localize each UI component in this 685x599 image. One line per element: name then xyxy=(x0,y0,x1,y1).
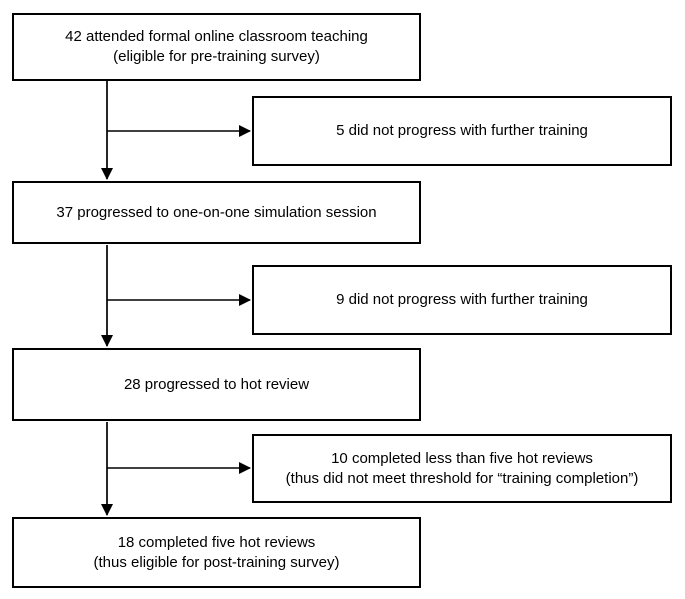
box-text-line: 37 progressed to one-on-one simulation s… xyxy=(56,203,377,221)
flow-box-attended: 42 attended formal online classroom teac… xyxy=(12,13,421,81)
flow-box-less-than-five: 10 completed less than five hot reviews … xyxy=(252,434,672,503)
flow-box-dropout-5: 5 did not progress with further training xyxy=(252,96,672,166)
box-text-line: 18 completed five hot reviews xyxy=(117,533,316,551)
flow-box-dropout-9: 9 did not progress with further training xyxy=(252,265,672,335)
box-text-line: 42 attended formal online classroom teac… xyxy=(65,28,368,45)
box-text-line: (thus did not meet threshold for “traini… xyxy=(285,469,639,487)
box-text-line: 5 did not progress with further training xyxy=(336,122,588,139)
flow-box-completed-five: 18 completed five hot reviews (thus elig… xyxy=(12,517,421,588)
box-text-line: 10 completed less than five hot reviews xyxy=(331,449,593,467)
flow-box-simulation: 37 progressed to one-on-one simulation s… xyxy=(12,181,421,244)
box-text-line: 9 did not progress with further training xyxy=(336,291,588,308)
box-text-line: (thus eligible for post-training survey) xyxy=(93,553,340,571)
box-text-line: 28 progressed to hot review xyxy=(123,375,310,393)
flow-box-hot-review: 28 progressed to hot review xyxy=(12,348,421,421)
box-text-line: (eligible for pre-training survey) xyxy=(113,48,320,65)
